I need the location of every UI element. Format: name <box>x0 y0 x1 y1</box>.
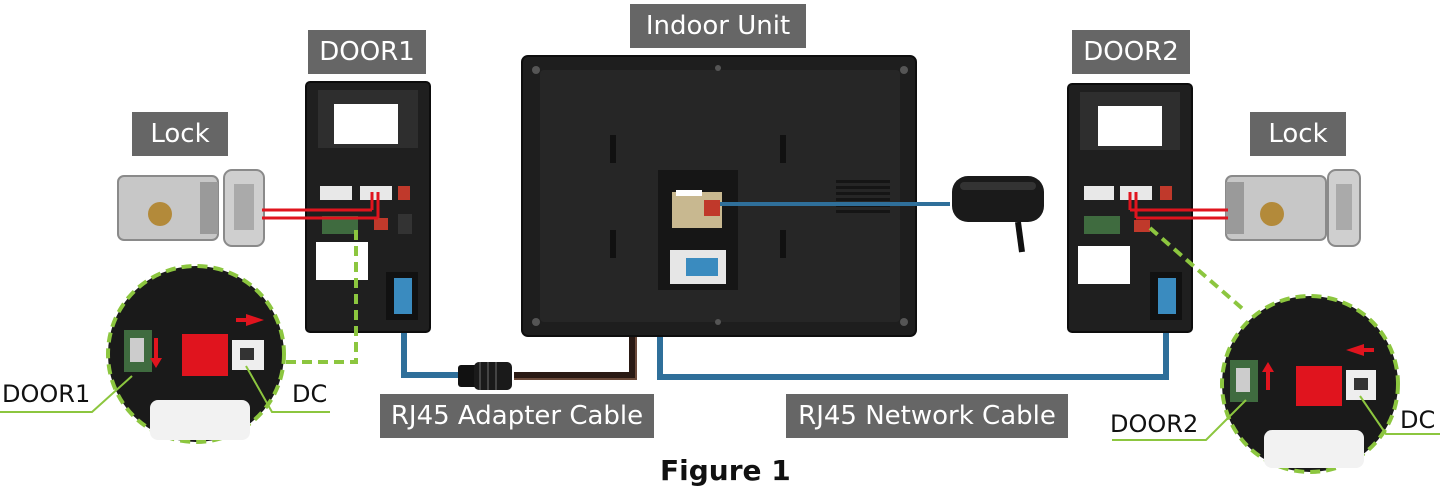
lock-right-label: Lock <box>1250 112 1346 156</box>
door1-label: DOOR1 <box>308 30 426 74</box>
door1-callout-leader <box>272 230 358 364</box>
adapter-connector <box>458 362 512 390</box>
callout-door2-leader <box>1112 399 1247 441</box>
callout-dc-left-label: DC <box>292 380 328 408</box>
callout-dc-right-leader <box>1359 395 1440 435</box>
rj45-adapter-cable-label: RJ45 Adapter Cable <box>380 394 654 438</box>
callout-door1-leader <box>0 375 133 413</box>
callout-door2-label: DOOR2 <box>1110 410 1199 438</box>
indoor-unit-label: Indoor Unit <box>630 4 806 48</box>
door2-zoom-callout <box>1220 294 1400 474</box>
callout-dc-left-leader <box>245 365 330 413</box>
door1-zoom-callout <box>106 264 286 444</box>
callout-door1-label: DOOR1 <box>2 380 91 408</box>
power-adapter <box>720 176 1044 253</box>
rj45-network-cable-label: RJ45 Network Cable <box>786 394 1068 438</box>
door2-callout-leader <box>1148 226 1246 312</box>
door2-label: DOOR2 <box>1072 30 1190 74</box>
door1-lock <box>117 169 265 247</box>
figure-caption: Figure 1 <box>660 454 791 487</box>
callout-dc-right-label: DC <box>1400 406 1436 434</box>
door1-network-cable-line <box>401 318 466 378</box>
door1-panel <box>305 81 431 333</box>
door2-lock <box>1225 169 1361 247</box>
lock-left-label: Lock <box>132 112 228 156</box>
indoor-unit <box>521 55 917 337</box>
